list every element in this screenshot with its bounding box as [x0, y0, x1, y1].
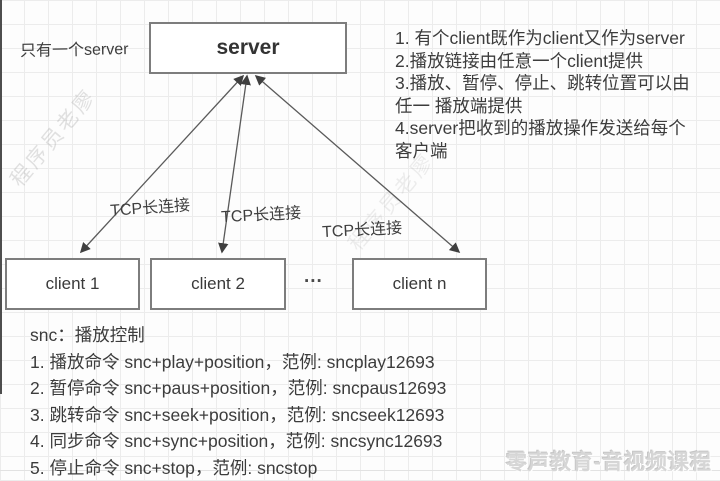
protocol-line: 1. 播放命令 snc+play+position，范例: sncplay126…: [30, 349, 446, 376]
watermark-bottom-right: 零声教育-音视频课程: [506, 446, 712, 476]
client2-label: client 2: [191, 274, 245, 294]
server-node-label: server: [216, 36, 279, 60]
clients-ellipsis: ...: [304, 266, 323, 288]
protocol-title: snc：播放控制: [30, 322, 446, 349]
client1-label: client 1: [46, 274, 100, 294]
protocol-block: snc：播放控制 1. 播放命令 snc+play+position，范例: s…: [30, 322, 446, 481]
note-line: 2.播放链接由任意一个client提供: [395, 50, 720, 73]
server-node: server: [149, 22, 347, 74]
tcp-label-1: TCP长连接: [109, 191, 190, 221]
server-note-label: 只有一个server: [20, 35, 129, 61]
arrow-server-client1: [81, 76, 243, 252]
left-edge-line: [0, 0, 2, 394]
clientn-label: client n: [393, 274, 447, 294]
tcp-label-2: TCP长连接: [220, 199, 301, 227]
watermark-diagonal-left: 程序员老廖: [3, 81, 103, 192]
notes-block: 1. 有个client既作为client又作为server 2.播放链接由任意一…: [395, 27, 720, 162]
protocol-line: 2. 暂停命令 snc+paus+position，范例: sncpaus126…: [30, 375, 446, 402]
clientn-node: client n: [352, 258, 487, 310]
note-line: 客户端: [395, 140, 720, 163]
note-line: 任一 播放端提供: [395, 95, 720, 118]
note-line: 4.server把收到的播放操作发送给每个: [395, 117, 720, 140]
note-line: 1. 有个client既作为client又作为server: [395, 27, 720, 50]
protocol-line: 3. 跳转命令 snc+seek+position，范例: sncseek126…: [30, 402, 446, 429]
note-line: 3.播放、暂停、停止、跳转位置可以由: [395, 72, 720, 95]
tcp-label-3: TCP长连接: [321, 214, 402, 242]
protocol-line: 4. 同步命令 snc+sync+position，范例: sncsync126…: [30, 428, 446, 455]
client1-node: client 1: [5, 258, 140, 310]
client2-node: client 2: [150, 258, 286, 310]
protocol-line: 5. 停止命令 snc+stop，范例: sncstop: [30, 455, 446, 481]
